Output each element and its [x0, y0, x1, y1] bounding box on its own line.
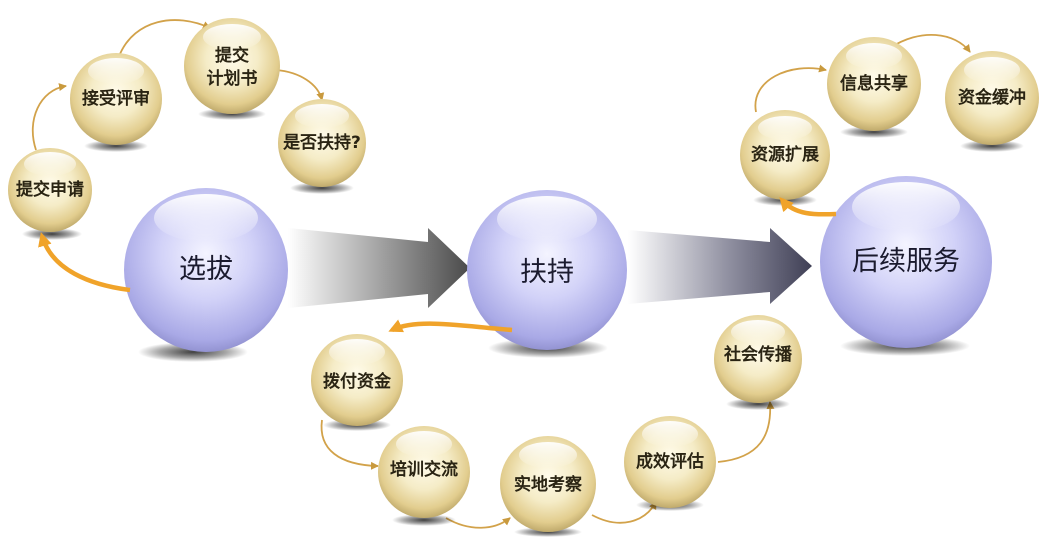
connector-s2-s3: [119, 19, 211, 55]
arrow-support-to-followup: [628, 228, 812, 304]
step-sphere-f2: [827, 37, 921, 131]
step-sphere-p4: [624, 416, 716, 508]
step-sphere-s4: [278, 99, 366, 187]
step-sphere-p5: [714, 315, 802, 403]
orange-arrow-selection: [38, 232, 131, 293]
step-sphere-f1: [740, 110, 830, 200]
connector-f1-f2: [754, 64, 827, 113]
connector-s1-s2: [31, 83, 67, 151]
step-sphere-s2: [70, 53, 162, 145]
gold-spheres: [8, 18, 1039, 532]
stage-sphere-selection: [124, 188, 288, 352]
step-sphere-p3: [500, 436, 596, 532]
step-sphere-p2: [378, 426, 470, 518]
step-sphere-s1: [8, 148, 92, 232]
connector-f2-f3: [889, 34, 971, 53]
stage-sphere-support: [467, 190, 627, 350]
orange-arrow-followup: [779, 196, 837, 217]
stage-sphere-followup: [820, 176, 992, 348]
connector-p1-p2: [320, 419, 379, 470]
connector-p4-p5: [717, 401, 775, 463]
step-sphere-s3: [184, 18, 280, 114]
step-sphere-p1: [311, 334, 403, 426]
connector-s3-s4: [275, 69, 325, 101]
arrow-select-to-support: [288, 228, 470, 308]
orange-arrow-support: [388, 319, 513, 333]
step-sphere-f3: [945, 51, 1039, 145]
